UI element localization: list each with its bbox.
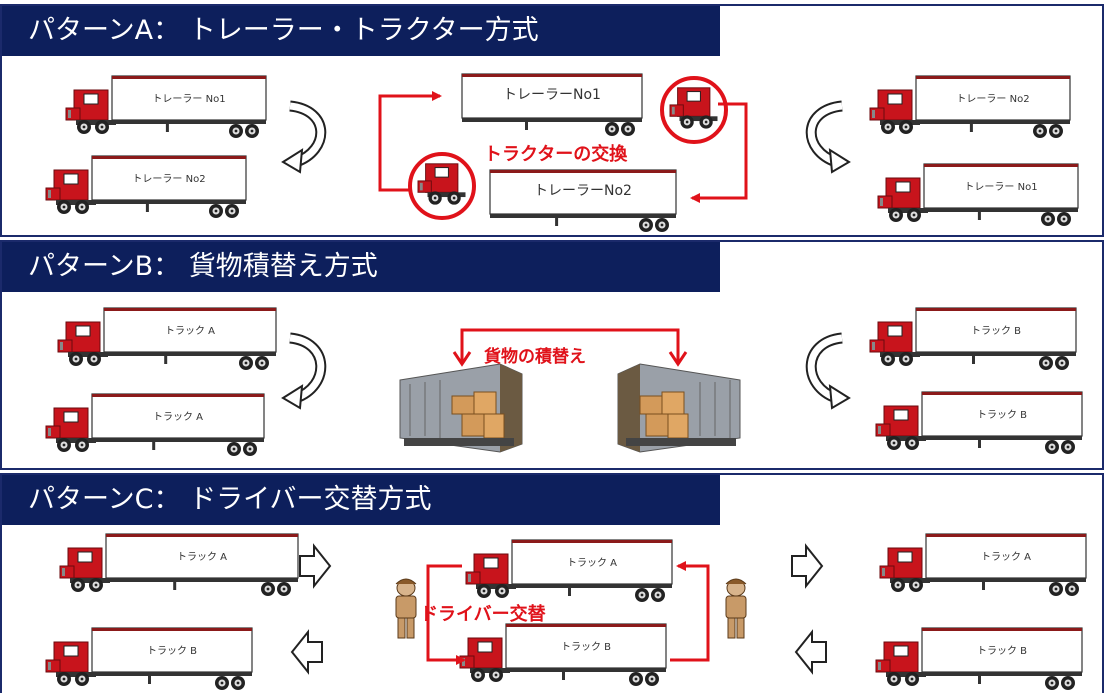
red-arrow-a-right: [690, 102, 748, 203]
red-arrow-a-left: [378, 91, 442, 192]
truck-c-center-top: トラック A: [465, 536, 673, 602]
trailer-a-center-bottom: トレーラーNo2: [489, 166, 677, 232]
open-container-right: [617, 363, 741, 453]
truck-a-left-bottom: トレーラー No2: [45, 152, 247, 218]
truck-c-center-bottom: トラック B: [459, 620, 667, 686]
trailer-label: トラック A: [176, 552, 228, 563]
trailer-label: トレーラーNo2: [534, 183, 632, 199]
trailer-label: トラック A: [566, 558, 618, 569]
trailer-label: トラック A: [980, 552, 1032, 563]
trailer-label: トラック B: [976, 410, 1028, 421]
truck-b-right-bottom: トラック B: [875, 388, 1083, 454]
driver-left-icon: [395, 578, 417, 639]
block-arrow-c-3: [290, 629, 323, 675]
trailer-label: トラック A: [164, 326, 216, 337]
truck-a-left-top: トレーラー No1: [65, 72, 267, 138]
trailer-label: トラック A: [152, 412, 204, 423]
trailer-label: トラック B: [970, 326, 1022, 337]
trailer-label: トレーラーNo1: [503, 87, 601, 103]
pattern-c-title: パターンC： ドライバー交替方式: [2, 475, 720, 525]
pattern-a-title: パターンA： トレーラー・トラクター方式: [2, 6, 720, 56]
truck-b-right-top: トラック B: [869, 304, 1077, 370]
truck-c-left-top: トラック A: [59, 530, 299, 596]
truck-c-left-bottom: トラック B: [45, 624, 253, 690]
caption-driver-swap: ドライバー交替: [420, 604, 546, 625]
driver-right-icon: [725, 578, 747, 639]
trailer-label: トレーラー No2: [956, 94, 1030, 105]
trailer-label: トレーラー No1: [152, 94, 226, 105]
red-circle-a-bottom: [408, 152, 476, 220]
trailer-label: トラック B: [146, 646, 198, 657]
truck-c-right-bottom: トラック B: [875, 624, 1083, 690]
caption-tractor-exchange: トラクターの交換: [484, 144, 628, 165]
truck-b-left-bottom: トラック A: [45, 390, 265, 456]
pattern-b-title: パターンB： 貨物積替え方式: [2, 242, 720, 292]
caption-cargo-transfer: 貨物の積替え: [484, 347, 586, 367]
trailer-label: トラック B: [560, 642, 612, 653]
block-arrow-c-2: [791, 543, 824, 589]
truck-b-left-top: トラック A: [57, 304, 277, 370]
red-arrow-c-right: [670, 561, 710, 662]
trailer-label: トラック B: [976, 646, 1028, 657]
block-arrow-c-4: [794, 629, 827, 675]
trailer-label: トレーラー No1: [964, 182, 1038, 193]
red-circle-a-top: [660, 76, 728, 144]
truck-a-right-bottom: トレーラー No1: [877, 160, 1079, 226]
red-arrow-b: [460, 328, 680, 362]
block-arrow-c-1: [299, 543, 332, 589]
trailer-a-center-top: トレーラーNo1: [461, 70, 643, 136]
truck-c-right-top: トラック A: [879, 530, 1087, 596]
truck-a-right-top: トレーラー No2: [869, 72, 1071, 138]
trailer-label: トレーラー No2: [132, 174, 206, 185]
open-container-left: [399, 363, 523, 453]
red-arrow-c-left: [426, 564, 466, 665]
